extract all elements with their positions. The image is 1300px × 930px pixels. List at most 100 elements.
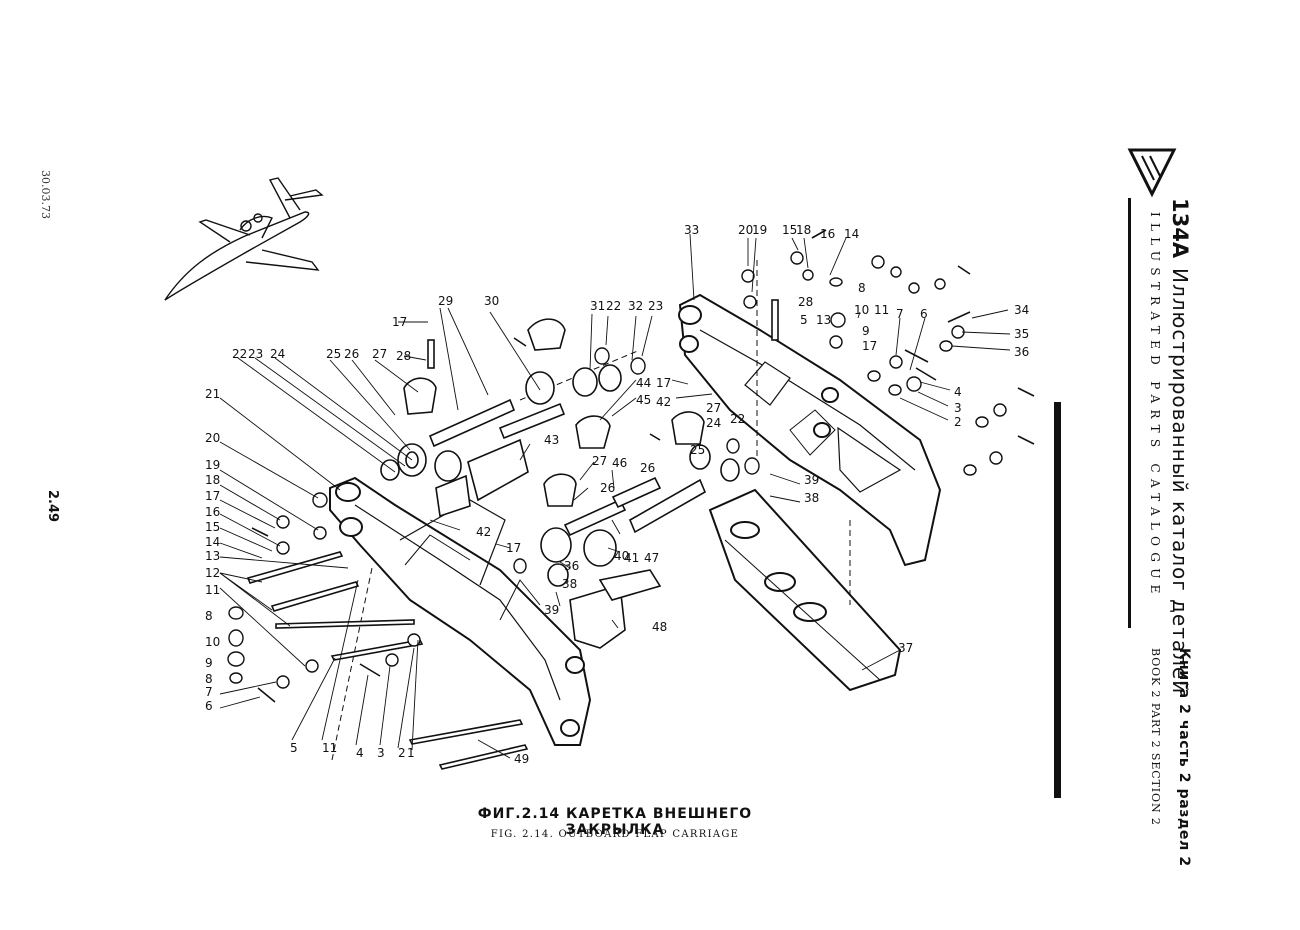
header-logo [1124, 142, 1180, 206]
callout-11: 11 [322, 741, 337, 755]
callout-27: 27 [706, 401, 721, 415]
leader-lines [219, 233, 1011, 759]
callout-1: 1 [407, 746, 415, 760]
margin-rule [1054, 402, 1061, 798]
callout-33: 33 [684, 223, 699, 237]
callout-8: 8 [205, 609, 213, 623]
top-rule [1128, 198, 1131, 628]
shaft-parts [246, 229, 1035, 770]
callout-5: 5 [800, 313, 808, 327]
callout-28: 28 [396, 349, 411, 363]
callout-31: 31 [590, 299, 605, 313]
callout-36: 36 [1014, 345, 1029, 359]
callout-17: 17 [656, 376, 671, 390]
callout-44: 44 [636, 376, 651, 390]
callout-12: 12 [205, 566, 220, 580]
callout-43: 43 [544, 433, 559, 447]
callout-7: 7 [896, 307, 904, 321]
callout-3: 3 [377, 746, 385, 760]
callout-45: 45 [636, 393, 651, 407]
callout-48: 48 [652, 620, 667, 634]
callout-16: 16 [205, 505, 220, 519]
callout-21: 21 [205, 387, 220, 401]
callout-26: 26 [344, 347, 359, 361]
callout-9: 9 [205, 656, 213, 670]
callout-41: 41 [624, 551, 639, 565]
callout-28: 28 [798, 295, 813, 309]
callout-22: 22 [730, 412, 745, 426]
callout-23: 23 [648, 299, 663, 313]
callout-39: 39 [804, 473, 819, 487]
callout-6: 6 [920, 307, 928, 321]
callout-26: 26 [600, 481, 615, 495]
callout-10: 10 [854, 303, 869, 317]
callout-13: 13 [205, 549, 220, 563]
callout-16: 16 [820, 227, 835, 241]
callout-17: 17 [862, 339, 877, 353]
callout-40: 40 [614, 549, 629, 563]
callout-38: 38 [804, 491, 819, 505]
callout-3: 3 [954, 401, 962, 415]
callout-25: 25 [326, 347, 341, 361]
callout-42: 42 [656, 395, 671, 409]
callout-4: 4 [954, 385, 962, 399]
callout-8: 8 [858, 281, 866, 295]
callout-2: 2 [398, 746, 406, 760]
callout-13: 13 [816, 313, 831, 327]
slotted-plate [708, 488, 902, 692]
callout-42: 42 [476, 525, 491, 539]
callout-30: 30 [484, 294, 499, 308]
callout-20: 20 [738, 223, 753, 237]
callout-14: 14 [844, 227, 859, 241]
callout-17: 17 [392, 315, 407, 329]
callout-8: 8 [205, 672, 213, 686]
callout-49: 49 [514, 752, 529, 766]
callout-17: 17 [205, 489, 220, 503]
callout-9: 9 [862, 324, 870, 338]
figure-caption-ru: ФИГ.2.14 КАРЕТКА ВНЕШНЕГО ЗАКРЫЛКА [477, 806, 753, 838]
callout-5: 5 [290, 741, 298, 755]
callout-22: 22 [232, 347, 247, 361]
callout-37: 37 [898, 641, 913, 655]
callout-18: 18 [796, 223, 811, 237]
callout-17: 17 [506, 541, 521, 555]
callout-24: 24 [706, 416, 721, 430]
callout-15: 15 [782, 223, 797, 237]
carriage-frame-left [329, 476, 592, 746]
callout-32: 32 [628, 299, 643, 313]
callout-6: 6 [205, 699, 213, 713]
callout-35: 35 [1014, 327, 1029, 341]
callout-7: 7 [205, 685, 213, 699]
callout-36: 36 [564, 559, 579, 573]
callout-10: 10 [205, 635, 220, 649]
callout-46: 46 [612, 456, 627, 470]
callout-20: 20 [205, 431, 220, 445]
fastener-parts [227, 251, 1007, 689]
callout-19: 19 [205, 458, 220, 472]
roller-parts [380, 364, 740, 587]
callout-15: 15 [205, 520, 220, 534]
callout-18: 18 [205, 473, 220, 487]
callout-11: 11 [205, 583, 220, 597]
callout-11: 11 [874, 303, 889, 317]
callout-2: 2 [954, 415, 962, 429]
callout-27: 27 [592, 454, 607, 468]
callout-22: 22 [606, 299, 621, 313]
callout-14: 14 [205, 535, 220, 549]
figure-caption-en: FIG. 2.14. OUTBOARD FLAP CARRIAGE [490, 829, 740, 840]
callout-19: 19 [752, 223, 767, 237]
callout-26: 26 [640, 461, 655, 475]
callout-23: 23 [248, 347, 263, 361]
callout-24: 24 [270, 347, 285, 361]
callout-39: 39 [544, 603, 559, 617]
triangle-logo-icon [1127, 148, 1177, 198]
callout-29: 29 [438, 294, 453, 308]
callout-4: 4 [356, 746, 364, 760]
callout-38: 38 [562, 577, 577, 591]
callout-47: 47 [644, 551, 659, 565]
callout-34: 34 [1014, 303, 1029, 317]
callout-27: 27 [372, 347, 387, 361]
